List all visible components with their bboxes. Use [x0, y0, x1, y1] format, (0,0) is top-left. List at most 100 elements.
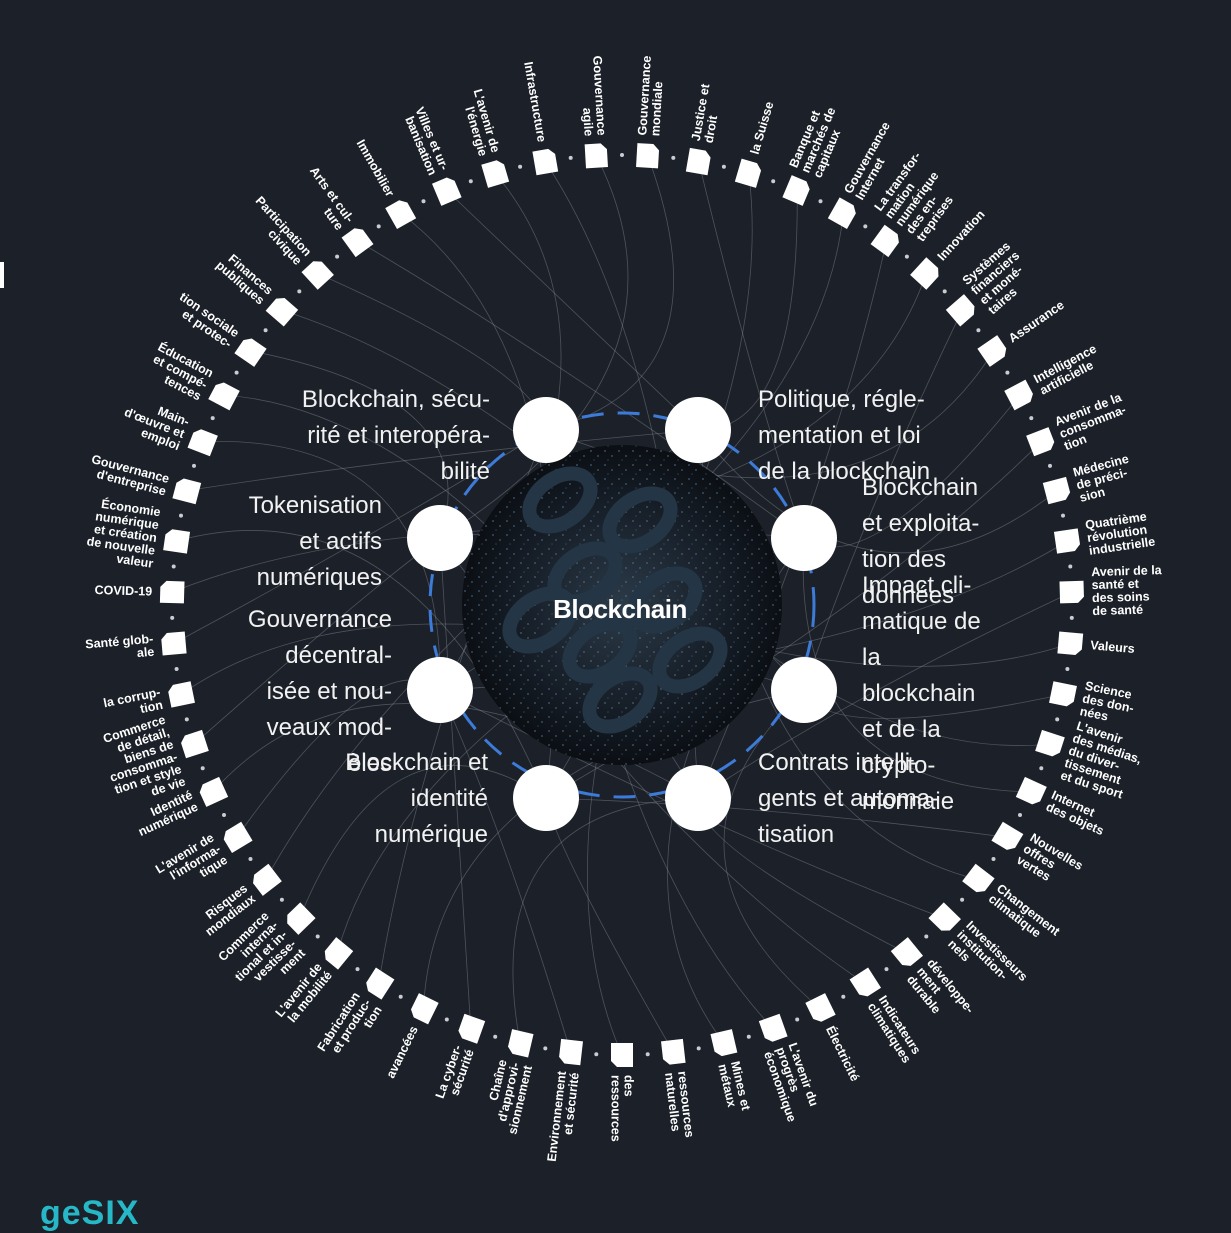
- topic-label[interactable]: ressourcesnaturelles: [662, 1070, 696, 1139]
- topic-label[interactable]: Nouvellesoffresvertes: [1014, 831, 1085, 896]
- topic-marker[interactable]: [456, 1013, 486, 1044]
- topic-marker[interactable]: [321, 937, 354, 970]
- topic-marker[interactable]: [532, 148, 559, 176]
- topic-marker[interactable]: [1053, 528, 1081, 554]
- topic-label[interactable]: Médecinede préci-sion: [1072, 452, 1137, 505]
- topic-marker[interactable]: [991, 821, 1024, 853]
- topic-label[interactable]: Identiténumérique: [131, 788, 200, 839]
- key-issue-governance[interactable]: Gouvernance décentral- isée et nou- veau…: [247, 606, 392, 777]
- topic-marker[interactable]: [481, 159, 510, 188]
- topic-marker[interactable]: [734, 158, 763, 188]
- key-issue-node[interactable]: [407, 505, 473, 571]
- topic-label[interactable]: Banque etmarchés decapitaux: [787, 100, 851, 180]
- topic-label[interactable]: COVID-19: [94, 583, 152, 599]
- topic-label[interactable]: L'avenir del'énergie: [458, 87, 502, 158]
- topic-marker[interactable]: [685, 147, 712, 176]
- topic-label[interactable]: L'avenir del'informa-tique: [153, 831, 230, 899]
- topic-marker[interactable]: [611, 1043, 633, 1067]
- topic-marker[interactable]: [1026, 427, 1056, 457]
- topic-label[interactable]: Main-d'œuvre etemploi: [118, 393, 192, 454]
- topic-label[interactable]: Changementclimatique: [986, 881, 1063, 949]
- key-issue-node[interactable]: [513, 765, 579, 831]
- topic-marker[interactable]: [928, 902, 961, 935]
- topic-marker[interactable]: [408, 993, 439, 1025]
- topic-marker[interactable]: [265, 294, 299, 327]
- topic-label[interactable]: Électricité: [823, 1023, 863, 1083]
- topic-marker[interactable]: [172, 477, 202, 505]
- topic-marker[interactable]: [636, 143, 660, 169]
- topic-marker[interactable]: [1015, 776, 1047, 807]
- topic-label[interactable]: Avenir de lasanté etdes soinsde santé: [1091, 563, 1164, 618]
- key-issue-regulation[interactable]: Politique, régle- mentation et loi de la…: [758, 386, 931, 485]
- topic-label[interactable]: Internetdes objets: [1044, 788, 1111, 838]
- topic-marker[interactable]: [163, 528, 191, 554]
- topic-label[interactable]: Sciencedes don-nées: [1079, 679, 1138, 729]
- topic-label[interactable]: Santé glob-ale: [85, 632, 155, 665]
- topic-marker[interactable]: [208, 380, 240, 411]
- topic-marker[interactable]: [558, 1038, 583, 1066]
- topic-marker[interactable]: [1035, 729, 1065, 758]
- topic-label[interactable]: Financespubliques: [213, 248, 275, 308]
- topic-label[interactable]: Gouvernanceagile: [577, 55, 609, 136]
- topic-marker[interactable]: [234, 335, 267, 367]
- topic-label[interactable]: tion socialeet protec-: [170, 290, 242, 351]
- topic-marker[interactable]: [159, 580, 185, 604]
- topic-label[interactable]: Arts et cul-ture: [296, 164, 357, 233]
- topic-marker[interactable]: [584, 143, 608, 169]
- topic-label[interactable]: Avenir de laconsomma-tion: [1053, 390, 1134, 453]
- topic-marker[interactable]: [890, 937, 924, 970]
- topic-label[interactable]: Économienumériqueet créationde nouvellev…: [84, 495, 162, 571]
- topic-marker[interactable]: [221, 821, 253, 854]
- topic-marker[interactable]: [849, 967, 882, 1000]
- topic-marker[interactable]: [249, 863, 282, 896]
- topic-label[interactable]: Valeurs: [1090, 638, 1136, 656]
- topic-label[interactable]: Chaîned'approvi-sionnement: [480, 1057, 536, 1135]
- topic-marker[interactable]: [1004, 379, 1035, 411]
- topic-marker[interactable]: [1042, 476, 1072, 505]
- topic-marker[interactable]: [782, 175, 812, 206]
- key-issue-data[interactable]: Blockchain et exploita- tion des données: [862, 474, 980, 609]
- topic-label[interactable]: L'avenir duprogrèséconomique: [761, 1041, 823, 1124]
- topic-label[interactable]: la Suisse: [748, 100, 777, 156]
- key-issue-security[interactable]: Blockchain, sécu- rité et interopéra- bi…: [301, 386, 490, 485]
- topic-marker[interactable]: [283, 902, 316, 935]
- topic-marker[interactable]: [385, 197, 417, 230]
- topic-marker[interactable]: [805, 993, 836, 1024]
- topic-marker[interactable]: [179, 729, 209, 759]
- topic-label[interactable]: Immobilier: [354, 137, 397, 199]
- topic-marker[interactable]: [507, 1029, 534, 1058]
- topic-marker[interactable]: [167, 681, 195, 708]
- topic-marker[interactable]: [827, 197, 859, 230]
- topic-marker[interactable]: [977, 335, 1009, 367]
- key-issue-node[interactable]: [665, 765, 731, 831]
- topic-marker[interactable]: [197, 776, 229, 807]
- key-issue-climate[interactable]: Impact cli- matique de la blockchain et …: [862, 572, 981, 815]
- topic-marker[interactable]: [1059, 580, 1084, 604]
- topic-label[interactable]: Environnementet sécurité: [545, 1070, 582, 1164]
- topic-label[interactable]: avancées: [383, 1024, 420, 1081]
- topic-label[interactable]: Quatrièmerévolutionindustrielle: [1084, 509, 1156, 558]
- topic-label[interactable]: Intelligenceartificielle: [1031, 342, 1104, 398]
- topic-label[interactable]: L'avenirdes médias,du diver-tissementet …: [1059, 719, 1147, 804]
- topic-label[interactable]: Participationcivique: [243, 194, 314, 268]
- topic-marker[interactable]: [363, 967, 395, 1000]
- topic-label[interactable]: Infrastructure: [521, 61, 549, 144]
- key-issue-smart-contracts[interactable]: Contrats intelli- gents et automa- tisat…: [758, 749, 939, 848]
- topic-label[interactable]: Villes et ur-banisation: [400, 105, 451, 177]
- topic-marker[interactable]: [1049, 681, 1077, 707]
- topic-label[interactable]: Assurance: [1006, 298, 1067, 346]
- topic-marker[interactable]: [910, 257, 942, 290]
- key-issue-node[interactable]: [771, 505, 837, 571]
- topic-label[interactable]: Gouvernancemondiale: [635, 55, 667, 136]
- topic-label[interactable]: Justice etdroit: [689, 82, 726, 144]
- topic-marker[interactable]: [341, 225, 374, 258]
- topic-label[interactable]: desressources: [609, 1075, 636, 1142]
- topic-label[interactable]: Fabricationet produc-tion: [315, 990, 385, 1068]
- key-issue-tokenisation[interactable]: Tokenisation et actifs numériques: [248, 492, 382, 591]
- topic-marker[interactable]: [945, 294, 979, 327]
- topic-marker[interactable]: [1057, 631, 1084, 656]
- key-issue-node[interactable]: [513, 397, 579, 463]
- topic-marker[interactable]: [710, 1029, 738, 1057]
- topic-marker[interactable]: [431, 175, 462, 206]
- topic-label[interactable]: développe-mentdurable: [904, 956, 977, 1032]
